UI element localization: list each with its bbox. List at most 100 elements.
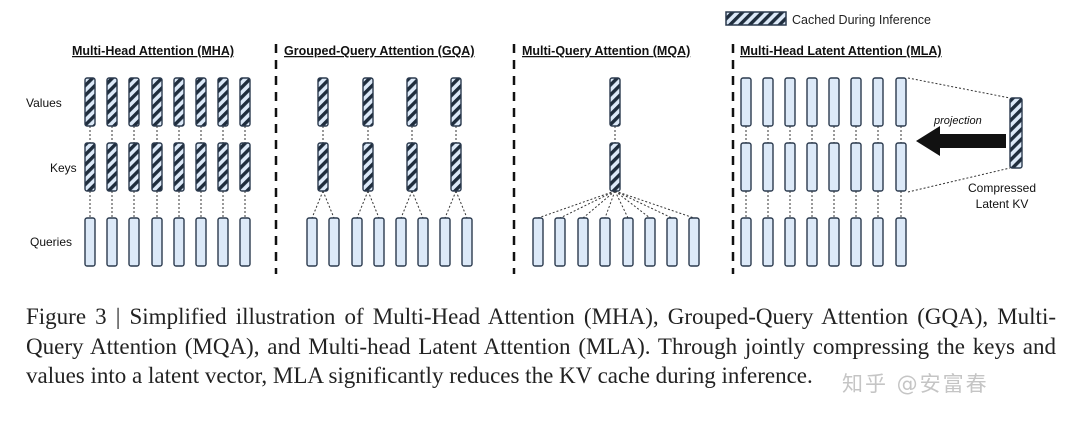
row-label-queries: Queries	[30, 235, 72, 249]
compressed-latent-kv-box	[1009, 97, 1023, 169]
attention-diagram: Cached During Inference Multi-Head Atten…	[26, 11, 1036, 274]
connector-line	[311, 190, 324, 219]
mha-key-box	[128, 142, 140, 192]
mla-key-box	[828, 142, 840, 192]
mha-key-box	[195, 142, 207, 192]
mla-query-box	[828, 217, 840, 267]
panel-title-mla: Multi-Head Latent Attention (MLA)	[740, 44, 942, 58]
connector-line	[356, 190, 369, 219]
connector-line	[411, 190, 424, 219]
mha-value-box	[195, 77, 207, 127]
mha-key-box	[239, 142, 251, 192]
row-label-keys: Keys	[50, 161, 77, 175]
mqa-key-box	[609, 142, 621, 192]
mha-key-box	[217, 142, 229, 192]
mla-value-box	[762, 77, 774, 127]
mha-query-box	[239, 217, 251, 267]
gqa-key-box	[317, 142, 329, 192]
gqa-query-box	[395, 217, 407, 267]
connector-line	[614, 190, 651, 219]
mqa-query-box	[644, 217, 656, 267]
projection-arrow	[916, 126, 1006, 156]
connector-line	[322, 190, 335, 219]
gqa-key-box	[406, 142, 418, 192]
mla-query-box	[872, 217, 884, 267]
mha-query-box	[151, 217, 163, 267]
mla-value-box	[828, 77, 840, 127]
mla-key-box	[784, 142, 796, 192]
mla-key-box	[872, 142, 884, 192]
mqa-query-box	[622, 217, 634, 267]
gqa-query-box	[306, 217, 318, 267]
mla-value-box	[850, 77, 862, 127]
row-label-values: Values	[26, 96, 62, 110]
legend-label: Cached During Inference	[792, 13, 931, 27]
mha-key-box	[151, 142, 163, 192]
legend-swatch	[725, 11, 787, 26]
mha-value-box	[151, 77, 163, 127]
gqa-value-box	[406, 77, 418, 127]
gqa-query-box	[373, 217, 385, 267]
mha-query-box	[84, 217, 96, 267]
mla-query-box	[850, 217, 862, 267]
mqa-query-box	[532, 217, 544, 267]
mqa-query-box	[577, 217, 589, 267]
connector-line	[604, 190, 616, 219]
panel-title-mha: Multi-Head Attention (MHA)	[72, 44, 234, 58]
mla-key-box	[895, 142, 907, 192]
mla-key-box	[850, 142, 862, 192]
projection-guide-line	[907, 167, 1011, 193]
connector-line	[614, 190, 695, 219]
mla-query-box	[762, 217, 774, 267]
gqa-query-box	[439, 217, 451, 267]
projection-label: projection	[933, 115, 982, 127]
mla-query-box	[806, 217, 818, 267]
projection-guide-line	[907, 77, 1011, 99]
mla-value-box	[784, 77, 796, 127]
watermark: 知乎 @安富春	[842, 372, 989, 396]
mqa-query-box	[554, 217, 566, 267]
connector-line	[614, 190, 673, 219]
mla-query-box	[740, 217, 752, 267]
connector-line	[400, 190, 413, 219]
connector-line	[537, 190, 616, 219]
connector-line	[582, 190, 616, 219]
connector-line	[614, 190, 629, 219]
gqa-key-box	[362, 142, 374, 192]
gqa-query-box	[351, 217, 363, 267]
mqa-query-box	[599, 217, 611, 267]
connector-line	[367, 190, 380, 219]
mha-query-box	[106, 217, 118, 267]
mla-key-box	[806, 142, 818, 192]
gqa-query-box	[461, 217, 473, 267]
mla-value-box	[740, 77, 752, 127]
mla-query-box	[895, 217, 907, 267]
mla-key-box	[762, 142, 774, 192]
gqa-query-box	[417, 217, 429, 267]
mla-value-box	[872, 77, 884, 127]
gqa-key-box	[450, 142, 462, 192]
mha-key-box	[84, 142, 96, 192]
mha-query-box	[195, 217, 207, 267]
gqa-query-box	[328, 217, 340, 267]
panel-title-gqa: Grouped-Query Attention (GQA)	[284, 44, 475, 58]
mha-value-box	[128, 77, 140, 127]
mla-value-box	[806, 77, 818, 127]
connector-line	[455, 190, 468, 219]
mha-query-box	[128, 217, 140, 267]
mha-value-box	[106, 77, 118, 127]
gqa-value-box	[450, 77, 462, 127]
latent-label-line2: Latent KV	[976, 197, 1029, 211]
mha-value-box	[173, 77, 185, 127]
mha-value-box	[217, 77, 229, 127]
gqa-value-box	[317, 77, 329, 127]
mha-value-box	[84, 77, 96, 127]
mqa-value-box	[609, 77, 621, 127]
mha-key-box	[106, 142, 118, 192]
mha-key-box	[173, 142, 185, 192]
mqa-query-box	[688, 217, 700, 267]
mha-query-box	[217, 217, 229, 267]
mla-value-box	[895, 77, 907, 127]
latent-label-line1: Compressed	[968, 181, 1036, 195]
mqa-query-box	[666, 217, 678, 267]
